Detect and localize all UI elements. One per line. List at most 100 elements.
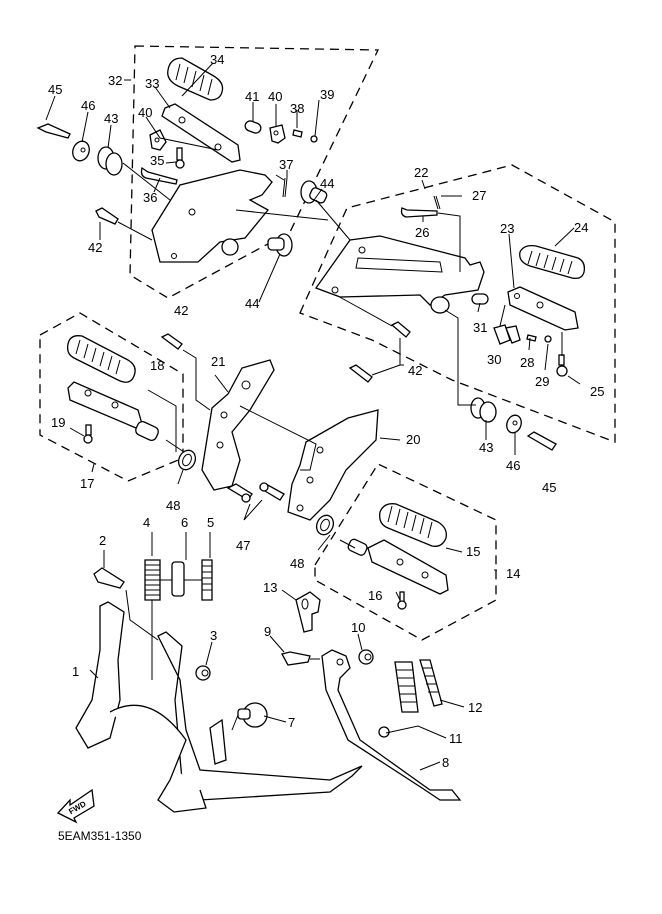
part-22-footrest-holder-right [314,235,485,314]
callout-45: 45 [542,480,556,495]
part-48-washer-right [315,514,335,536]
callout-32: 32 [108,73,122,88]
callout-42: 42 [408,363,422,378]
callout-10: 10 [351,620,365,635]
callout-24: 24 [574,220,588,235]
part-47-bolts [226,482,285,503]
part-20-rear-footrest-holder-right [287,409,379,521]
part-5-spring-small [201,559,213,601]
part-41-pin [244,120,262,134]
callout-4: 4 [143,515,150,530]
part-23-footrest-bracket-right [507,286,579,331]
part-28-spring-small [526,334,537,342]
callout-29: 29 [535,374,549,389]
callout-20: 20 [406,432,420,447]
part-8-side-stand [321,649,462,801]
callout-19: 19 [51,415,65,430]
callout-21: 21 [211,354,225,369]
callout-18: 18 [150,358,164,373]
part-43-collar-left [97,146,123,176]
callout-5: 5 [207,515,214,530]
assembly-boundary-17 [39,312,184,482]
part-15-footrest-rubber-rear-right [379,503,447,547]
callout-42: 42 [88,240,102,255]
part-45-bolt-right [526,431,557,451]
part-25-bolt-right [556,354,568,377]
callout-34: 34 [210,52,224,67]
callout-27: 27 [472,188,486,203]
callout-46: 46 [506,458,520,473]
drawing-code: 5EAM351-1350 [58,829,142,843]
callout-30: 30 [487,352,501,367]
part-38-spring-small [292,129,303,138]
callout-31: 31 [473,320,487,335]
callout-44: 44 [245,296,259,311]
callout-labels: 45 46 43 32 33 34 40 41 40 38 39 35 36 3… [48,52,604,770]
part-42-bolt-middle [160,333,183,350]
callout-37: 37 [279,157,293,172]
callout-14: 14 [506,566,520,581]
part-44-collar-bottom [267,233,293,257]
callout-43: 43 [104,111,118,126]
part-14-footrest-bracket-rear-right [347,538,449,595]
callout-33: 33 [145,76,159,91]
part-45-bolt-left [36,123,71,139]
part-1-center-stand [75,601,363,813]
callout-12: 12 [468,700,482,715]
part-42-bolt-right-lower [348,364,373,383]
callout-16: 16 [368,588,382,603]
part-46-washer-right [506,414,522,434]
assembly-boundary-22 [299,164,616,443]
part-40-plate-left [149,129,167,151]
part-39-ball [310,135,318,143]
forward-direction-arrow: FWD [56,788,95,824]
callout-26: 26 [415,225,429,240]
callout-28: 28 [520,355,534,370]
callout-11: 11 [449,731,463,746]
callout-47: 47 [236,538,250,553]
callout-35: 35 [150,153,164,168]
callout-25: 25 [590,384,604,399]
callout-22: 22 [414,165,428,180]
callout-36: 36 [143,190,157,205]
callout-48: 48 [166,498,180,513]
callout-46: 46 [81,98,95,113]
part-16-bolt [397,591,407,610]
callout-15: 15 [466,544,480,559]
part-34-footrest-rubber [167,57,224,101]
callout-44: 44 [320,176,334,191]
callout-39: 39 [320,87,334,102]
part-2-bolt [93,567,125,589]
callout-6: 6 [181,515,188,530]
callout-7: 7 [288,715,295,730]
leader-lines [45,62,581,771]
callout-17: 17 [80,476,94,491]
part-10-nut [358,649,374,665]
part-24-footrest-rubber-right [519,244,586,280]
part-3-nut [195,665,211,681]
part-37-cotter-pin [282,177,288,198]
callout-9: 9 [264,624,271,639]
callout-1: 1 [72,664,79,679]
part-40-plate-right [269,124,286,144]
part-26-pin [400,207,438,218]
part-33-footrest-bracket [161,103,241,163]
part-36-pin-long [140,166,178,185]
part-44-collar-top [300,180,328,204]
callout-8: 8 [442,755,449,770]
part-6-pin [171,561,185,597]
part-32-footrest-holder [151,169,273,263]
part-19-bolt [83,424,93,444]
callout-40: 40 [268,89,282,104]
part-42-bolt-upper-left [95,207,119,225]
part-7-stopper [237,702,268,728]
part-17-footrest-bracket-rear-left [67,381,159,441]
part-18-footrest-rubber-rear-left [66,335,136,383]
callout-43: 43 [479,440,493,455]
part-11-spring [394,661,419,713]
callout-23: 23 [500,221,514,236]
part-27-cotter-pin [433,195,441,210]
part-42-bolt-right-upper [390,321,411,338]
callout-38: 38 [290,101,304,116]
